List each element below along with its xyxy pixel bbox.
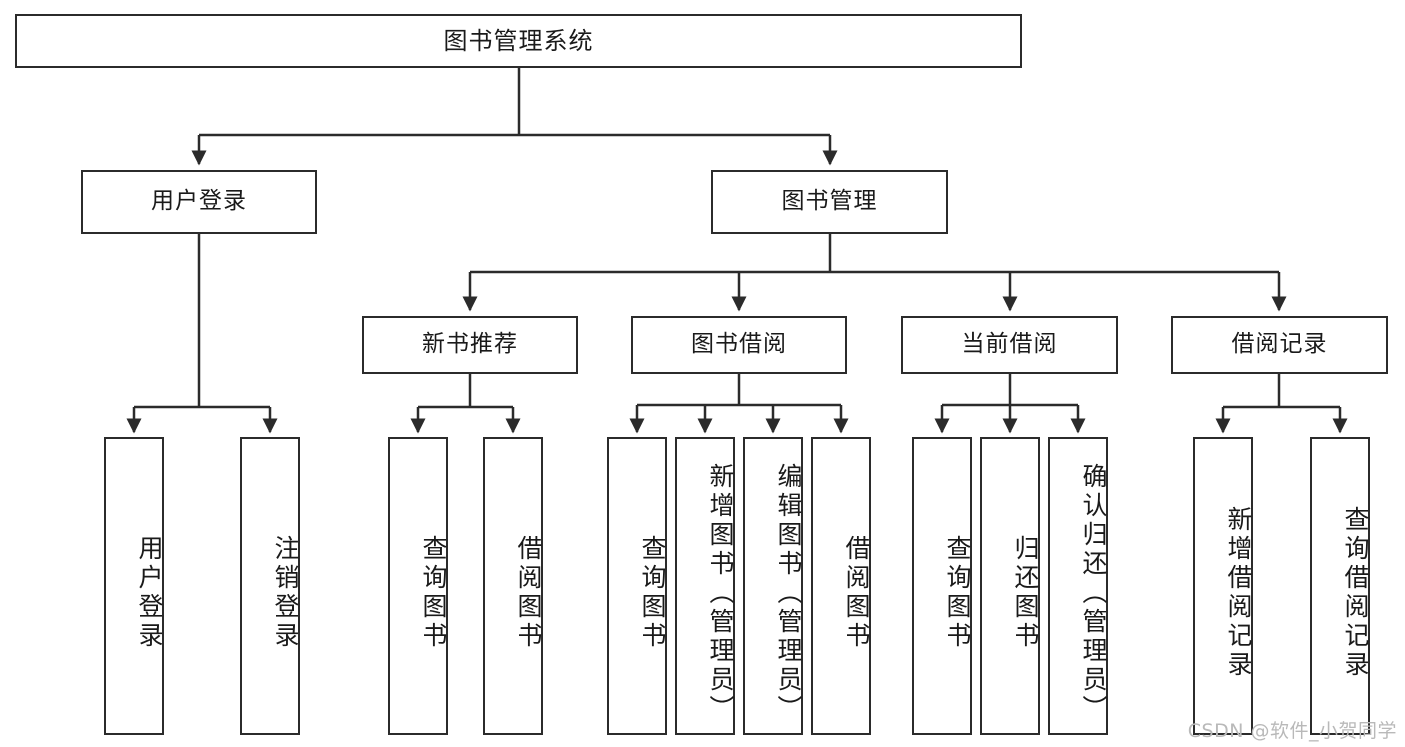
node-leaf-query-book-1-label: 查询图书 bbox=[419, 535, 448, 651]
node-leaf-return-book-label: 归还图书 bbox=[1011, 535, 1040, 651]
node-leaf-confirm-return-label: 确认归还（管理员） bbox=[1079, 462, 1108, 724]
node-leaf-logout-login-label: 注销登录 bbox=[271, 535, 300, 651]
node-leaf-logout-login[interactable]: 注销登录 bbox=[240, 437, 300, 735]
node-borrow-record-label: 借阅记录 bbox=[1231, 331, 1328, 358]
node-leaf-query-book-3-label: 查询图书 bbox=[943, 535, 972, 651]
node-leaf-query-record[interactable]: 查询借阅记录 bbox=[1310, 437, 1370, 735]
node-book-borrow-label: 图书借阅 bbox=[691, 331, 787, 358]
node-leaf-borrow-book-1[interactable]: 借阅图书 bbox=[483, 437, 543, 735]
node-borrow-record[interactable]: 借阅记录 bbox=[1171, 316, 1388, 374]
node-current-borrow[interactable]: 当前借阅 bbox=[901, 316, 1118, 374]
node-leaf-query-book-3[interactable]: 查询图书 bbox=[912, 437, 972, 735]
node-root[interactable]: 图书管理系统 bbox=[15, 14, 1022, 68]
node-book-borrow[interactable]: 图书借阅 bbox=[631, 316, 847, 374]
node-book-manage[interactable]: 图书管理 bbox=[711, 170, 948, 234]
node-leaf-edit-book-label: 编辑图书（管理员） bbox=[774, 462, 803, 724]
node-leaf-add-record[interactable]: 新增借阅记录 bbox=[1193, 437, 1253, 735]
node-leaf-user-login[interactable]: 用户登录 bbox=[104, 437, 164, 735]
node-user-login[interactable]: 用户登录 bbox=[81, 170, 317, 234]
watermark: CSDN @软件_小贺同学 bbox=[1187, 720, 1397, 742]
node-leaf-user-login-label: 用户登录 bbox=[135, 535, 164, 651]
node-leaf-query-book-2-label: 查询图书 bbox=[638, 535, 667, 651]
node-leaf-borrow-book-2-label: 借阅图书 bbox=[842, 535, 871, 651]
node-root-label: 图书管理系统 bbox=[443, 26, 594, 55]
node-leaf-query-book-2[interactable]: 查询图书 bbox=[607, 437, 667, 735]
node-leaf-add-record-label: 新增借阅记录 bbox=[1224, 506, 1253, 680]
node-user-login-label: 用户登录 bbox=[151, 188, 247, 215]
node-leaf-borrow-book-2[interactable]: 借阅图书 bbox=[811, 437, 871, 735]
node-new-book-recommend-label: 新书推荐 bbox=[422, 331, 518, 358]
node-leaf-edit-book[interactable]: 编辑图书（管理员） bbox=[743, 437, 803, 735]
node-current-borrow-label: 当前借阅 bbox=[961, 331, 1058, 358]
node-leaf-borrow-book-1-label: 借阅图书 bbox=[514, 535, 543, 651]
node-leaf-query-record-label: 查询借阅记录 bbox=[1341, 506, 1370, 680]
node-leaf-return-book[interactable]: 归还图书 bbox=[980, 437, 1040, 735]
node-book-manage-label: 图书管理 bbox=[781, 188, 878, 215]
node-leaf-query-book-1[interactable]: 查询图书 bbox=[388, 437, 448, 735]
node-leaf-confirm-return[interactable]: 确认归还（管理员） bbox=[1048, 437, 1108, 735]
node-leaf-add-book[interactable]: 新增图书（管理员） bbox=[675, 437, 735, 735]
node-new-book-recommend[interactable]: 新书推荐 bbox=[362, 316, 578, 374]
node-leaf-add-book-label: 新增图书（管理员） bbox=[706, 462, 735, 724]
